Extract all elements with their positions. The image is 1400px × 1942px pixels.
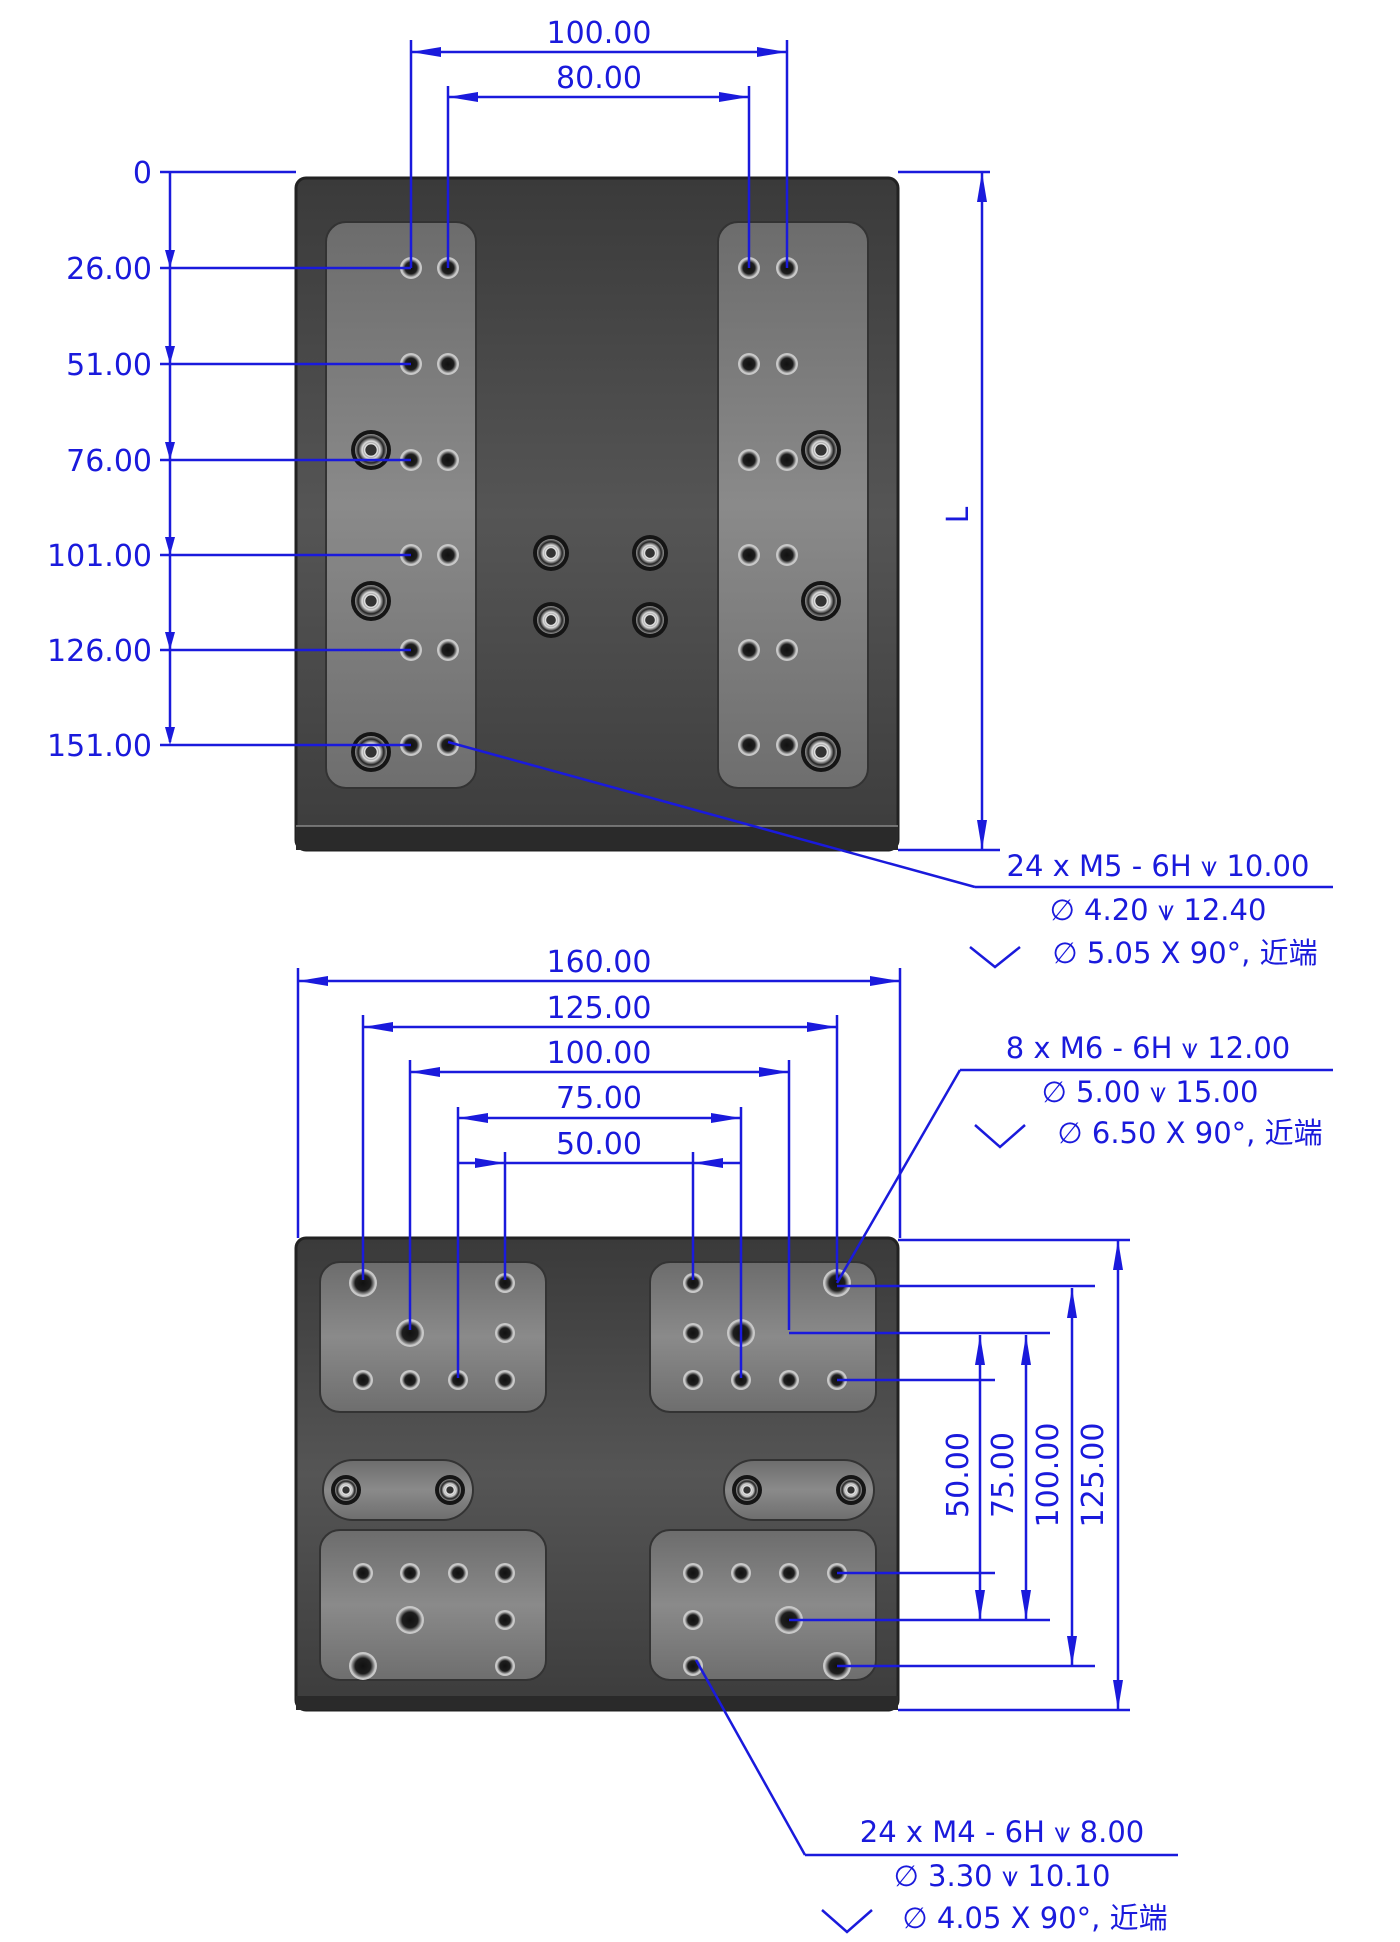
ordinate-label: 126.00 xyxy=(47,634,152,669)
slot-screw-icon xyxy=(836,1475,866,1505)
ordinate-label: 76.00 xyxy=(66,444,152,479)
cap-screw-icon xyxy=(801,581,841,621)
cap-screw-icon xyxy=(351,581,391,621)
m4-hole xyxy=(683,1563,703,1583)
bottom-dim-75: 75.00 xyxy=(556,1081,642,1116)
m5-hole xyxy=(437,449,459,471)
ordinate-dimensions: 0 26.00 51.00 76.00 101.00 126.00 151.00 xyxy=(47,156,411,764)
cap-screw-icon xyxy=(801,430,841,470)
bottom-pad-bottom-left xyxy=(319,1529,547,1681)
m5-callout-line3: ∅ 5.05 X 90°, 近端 xyxy=(1052,936,1317,970)
m4-hole xyxy=(353,1370,373,1390)
m6-callout-line2: ∅ 5.00 ⩛ 15.00 xyxy=(1042,1075,1259,1109)
bottom-view xyxy=(294,1236,900,1712)
m4-hole xyxy=(353,1563,373,1583)
bottom-vdim-75: 75.00 xyxy=(986,1432,1021,1518)
m5-hole xyxy=(776,734,798,756)
bottom-pad-bottom-right xyxy=(649,1529,877,1681)
m5-hole xyxy=(776,639,798,661)
bottom-vdim-125: 125.00 xyxy=(1076,1423,1111,1528)
ordinate-label: 51.00 xyxy=(66,348,152,383)
bottom-vdim-100: 100.00 xyxy=(1031,1423,1066,1528)
m6-hole xyxy=(349,1269,377,1297)
top-dim-100: 100.00 xyxy=(547,16,652,51)
m6-callout-line3: ∅ 6.50 X 90°, 近端 xyxy=(1057,1116,1322,1150)
ordinate-label: 0 xyxy=(133,156,152,191)
m4-hole xyxy=(495,1610,515,1630)
ordinate-label: 151.00 xyxy=(47,729,152,764)
m4-hole xyxy=(779,1370,799,1390)
m6-callout-line1: 8 x M6 - 6H ⩛ 12.00 xyxy=(1006,1031,1291,1065)
m4-hole xyxy=(683,1273,703,1293)
m5-hole xyxy=(738,734,760,756)
m4-hole xyxy=(495,1323,515,1343)
m5-hole xyxy=(776,353,798,375)
m5-hole xyxy=(738,639,760,661)
top-dimensions: 100.00 80.00 0 26.00 51.00 76.00 101.00 126.0… xyxy=(47,16,1333,970)
m5-hole xyxy=(738,353,760,375)
m6-hole xyxy=(396,1606,424,1634)
bottom-slot-right xyxy=(723,1459,875,1521)
m4-hole xyxy=(683,1370,703,1390)
bottom-slot-left xyxy=(322,1459,474,1521)
bottom-pad-top-right xyxy=(649,1261,877,1413)
top-view xyxy=(294,176,900,852)
center-screw-icon xyxy=(632,602,668,638)
top-plate-base xyxy=(296,826,898,850)
m5-hole xyxy=(776,449,798,471)
bottom-pad-top-left xyxy=(319,1261,547,1413)
m4-hole xyxy=(448,1370,468,1390)
m5-hole xyxy=(437,639,459,661)
bottom-dim-160: 160.00 xyxy=(547,945,652,980)
m5-hole xyxy=(437,734,459,756)
m4-hole xyxy=(495,1370,515,1390)
m4-hole xyxy=(683,1610,703,1630)
m5-hole xyxy=(738,544,760,566)
ordinate-label: 26.00 xyxy=(66,252,152,287)
m6-hole xyxy=(349,1652,377,1680)
slot-screw-icon xyxy=(732,1475,762,1505)
bottom-holes xyxy=(331,1269,866,1680)
m4-hole xyxy=(731,1370,751,1390)
m6-hole xyxy=(396,1319,424,1347)
bottom-dim-50: 50.00 xyxy=(556,1127,642,1162)
m4-hole xyxy=(495,1563,515,1583)
top-dim-80: 80.00 xyxy=(556,61,642,96)
bottom-dim-125: 125.00 xyxy=(547,991,652,1026)
m4-hole xyxy=(400,1370,420,1390)
m5-callout-line1: 24 x M5 - 6H ⩛ 10.00 xyxy=(1007,849,1310,883)
ordinate-label: 101.00 xyxy=(47,539,152,574)
bottom-vdim-50: 50.00 xyxy=(941,1432,976,1518)
m4-callout-line1: 24 x M4 - 6H ⩛ 8.00 xyxy=(860,1815,1145,1849)
m5-callout-line2: ∅ 4.20 ⩛ 12.40 xyxy=(1050,893,1267,927)
m5-hole xyxy=(776,544,798,566)
m5-hole xyxy=(437,544,459,566)
m4-hole xyxy=(683,1323,703,1343)
m4-callout-line3: ∅ 4.05 X 90°, 近端 xyxy=(902,1901,1167,1935)
m4-hole xyxy=(495,1273,515,1293)
center-screw-icon xyxy=(632,535,668,571)
m5-hole xyxy=(437,353,459,375)
top-right-pad xyxy=(717,221,869,789)
slot-screw-icon xyxy=(435,1475,465,1505)
cap-screw-icon xyxy=(801,732,841,772)
cap-screw-icon xyxy=(351,430,391,470)
m4-hole xyxy=(400,1563,420,1583)
m4-hole xyxy=(731,1563,751,1583)
cap-screw-icon xyxy=(351,732,391,772)
top-left-pad xyxy=(325,221,477,789)
length-label: L xyxy=(941,506,976,523)
bottom-dim-100: 100.00 xyxy=(547,1036,652,1071)
m4-hole xyxy=(779,1563,799,1583)
m4-hole xyxy=(495,1656,515,1676)
m4-callout-line2: ∅ 3.30 ⩛ 10.10 xyxy=(894,1859,1111,1893)
center-screw-icon xyxy=(533,602,569,638)
bottom-dimensions: 160.00 125.00 100.00 75.00 50.00 xyxy=(296,945,1333,1935)
center-screw-icon xyxy=(533,535,569,571)
m4-hole xyxy=(448,1563,468,1583)
slot-screw-icon xyxy=(331,1475,361,1505)
m5-hole xyxy=(738,449,760,471)
